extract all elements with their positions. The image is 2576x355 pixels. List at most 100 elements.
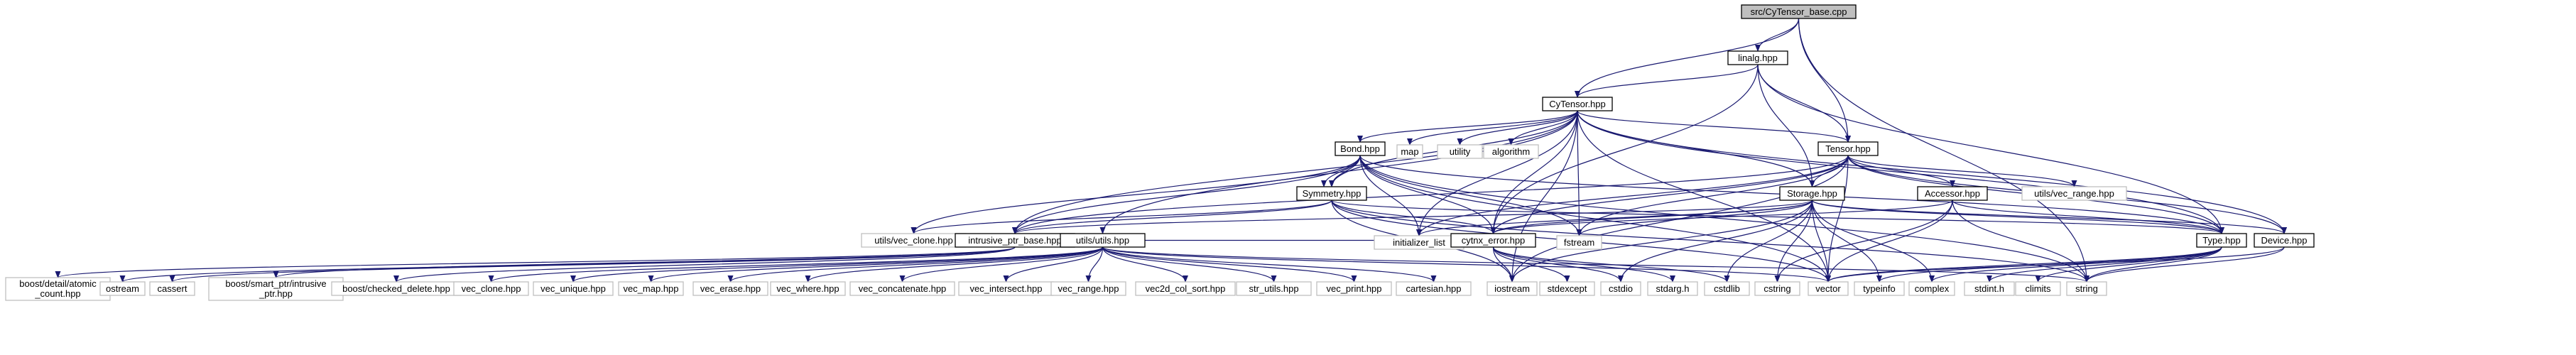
node-root[interactable]: src/CyTensor_base.cpp bbox=[1741, 4, 1857, 19]
edge-type-to-complex bbox=[1929, 246, 2222, 283]
node-vecclone-ext: utils/vec_clone.hpp bbox=[861, 233, 967, 248]
node-accessor[interactable]: Accessor.hpp bbox=[1917, 186, 1988, 201]
edge-root-to-linalg bbox=[1755, 18, 1800, 52]
edge-utils-to-vec-intersect bbox=[1003, 246, 1104, 283]
edge-tensor-to-fstream bbox=[1576, 155, 1849, 236]
edge-utils-to-vec-clone bbox=[488, 246, 1104, 283]
node-label: Accessor.hpp bbox=[1925, 188, 1980, 199]
node-label: stdint.h bbox=[1974, 283, 2004, 294]
node-device[interactable]: Device.hpp bbox=[2254, 233, 2315, 248]
edge-type-to-climits bbox=[2035, 246, 2222, 283]
edge-utils-to-vec2d-col-sort bbox=[1102, 246, 1188, 283]
node-cytensor[interactable]: CyTensor.hpp bbox=[1542, 97, 1613, 111]
edge-cytensor-to-vector bbox=[1577, 110, 1831, 283]
node-storage[interactable]: Storage.hpp bbox=[1779, 186, 1845, 201]
edge-tensor-to-vector bbox=[1825, 155, 1849, 283]
edge-tensor-to-initlist bbox=[1416, 155, 1849, 236]
node-boost-checked: boost/checked_delete.hpp bbox=[331, 281, 462, 296]
node-label: vec_where.hpp bbox=[776, 283, 839, 294]
edge-utils-to-vec-print bbox=[1102, 246, 1357, 283]
node-vec-where: vec_where.hpp bbox=[770, 281, 846, 296]
node-label: fstream bbox=[1564, 237, 1594, 248]
node-vec-clone: vec_clone.hpp bbox=[453, 281, 529, 296]
edge-storage-to-complex bbox=[1811, 200, 1935, 283]
edge-layer bbox=[55, 18, 2287, 283]
node-label: vec_print.hpp bbox=[1326, 283, 1381, 294]
node-label: cytnx_error.hpp bbox=[1462, 235, 1526, 246]
edge-cytensor-to-initlist bbox=[1416, 110, 1578, 236]
node-box bbox=[1741, 4, 1857, 19]
node-box bbox=[208, 277, 344, 301]
edge-tensor-to-intrusive bbox=[1012, 155, 1849, 234]
edge-utils-to-vec-map bbox=[648, 246, 1104, 283]
node-label: ostream bbox=[106, 283, 139, 294]
edge-tensor-to-cytnx-error bbox=[1490, 155, 1849, 234]
node-label: vec_concatenate.hpp bbox=[859, 283, 947, 294]
node-utils[interactable]: utils/utils.hpp bbox=[1060, 233, 1146, 248]
node-intrusive[interactable]: intrusive_ptr_base.hpp bbox=[955, 233, 1075, 248]
node-box bbox=[1487, 281, 1538, 296]
edge-symmetry-to-string bbox=[1331, 200, 2089, 283]
node-vec-concatenate: vec_concatenate.hpp bbox=[849, 281, 955, 296]
edge-utils-to-vector bbox=[1102, 246, 1831, 283]
edge-storage-to-type bbox=[1811, 200, 2224, 234]
edge-intrusive-to-boost-checked bbox=[393, 246, 1016, 283]
node-ostream: ostream bbox=[99, 281, 146, 296]
node-box bbox=[1600, 281, 1641, 296]
edge-utils-to-vec-where bbox=[805, 246, 1104, 283]
node-box bbox=[1437, 144, 1483, 159]
node-label: src/CyTensor_base.cpp bbox=[1751, 6, 1847, 17]
node-vec2d-col-sort: vec2d_col_sort.hpp bbox=[1135, 281, 1236, 296]
node-box bbox=[1754, 281, 1800, 296]
edge-cytensor-to-storage bbox=[1577, 110, 1815, 187]
node-box bbox=[1539, 281, 1595, 296]
edge-cytensor-to-utility bbox=[1457, 110, 1578, 146]
edge-cytensor-to-cytnx-error bbox=[1490, 110, 1578, 234]
node-label: boost/checked_delete.hpp bbox=[342, 283, 450, 294]
node-label: vec_range.hpp bbox=[1058, 283, 1119, 294]
edge-symmetry-to-vecclone-ext bbox=[911, 200, 1332, 234]
edge-storage-to-cstdio bbox=[1618, 200, 1813, 283]
node-box bbox=[618, 281, 684, 296]
node-label: stdarg.h bbox=[1656, 283, 1690, 294]
node-linalg[interactable]: linalg.hpp bbox=[1727, 50, 1788, 65]
edge-bond-to-typehpp-ext bbox=[1321, 155, 1361, 187]
node-box bbox=[1135, 281, 1236, 296]
node-box bbox=[2015, 281, 2061, 296]
node-box bbox=[1817, 141, 1879, 156]
edge-bond-to-initlist bbox=[1359, 155, 1422, 236]
edge-bond-to-vecclone-ext bbox=[911, 155, 1361, 234]
edge-cytensor-to-bond bbox=[1357, 110, 1578, 143]
edge-tensor-to-vecrange-ext bbox=[1847, 155, 2077, 187]
node-box bbox=[1236, 281, 1312, 296]
node-type[interactable]: Type.hpp bbox=[2196, 233, 2247, 248]
node-symmetry[interactable]: Symmetry.hpp bbox=[1296, 186, 1367, 201]
node-label: Bond.hpp bbox=[1340, 143, 1380, 154]
node-box bbox=[1908, 281, 1955, 296]
edge-intrusive-to-cassert bbox=[169, 246, 1016, 283]
edge-cytnx-error-to-cstdio bbox=[1492, 246, 1624, 283]
node-tensor[interactable]: Tensor.hpp bbox=[1817, 141, 1879, 156]
node-climits: climits bbox=[2015, 281, 2061, 296]
node-initlist: initializer_list bbox=[1374, 235, 1464, 250]
node-cytnx-error[interactable]: cytnx_error.hpp bbox=[1450, 233, 1536, 248]
node-label: iostream bbox=[1494, 283, 1530, 294]
node-box bbox=[99, 281, 146, 296]
node-label: vec_intersect.hpp bbox=[970, 283, 1043, 294]
node-label: cstdio bbox=[1609, 283, 1633, 294]
edge-bond-to-string bbox=[1359, 155, 2089, 283]
edge-cytensor-to-device bbox=[1577, 110, 2287, 234]
node-box bbox=[149, 281, 195, 296]
node-algorithm: algorithm bbox=[1483, 144, 1539, 159]
node-box bbox=[1050, 281, 1126, 296]
node-string: string bbox=[2066, 281, 2107, 296]
node-vec-print: vec_print.hpp bbox=[1316, 281, 1392, 296]
node-box bbox=[533, 281, 614, 296]
edge-cytensor-to-map bbox=[1407, 110, 1578, 146]
node-box bbox=[1296, 186, 1367, 201]
node-map: map bbox=[1396, 144, 1423, 159]
node-box bbox=[1854, 281, 1905, 296]
node-box bbox=[1964, 281, 2015, 296]
node-bond[interactable]: Bond.hpp bbox=[1335, 141, 1386, 156]
node-box bbox=[1704, 281, 1750, 296]
